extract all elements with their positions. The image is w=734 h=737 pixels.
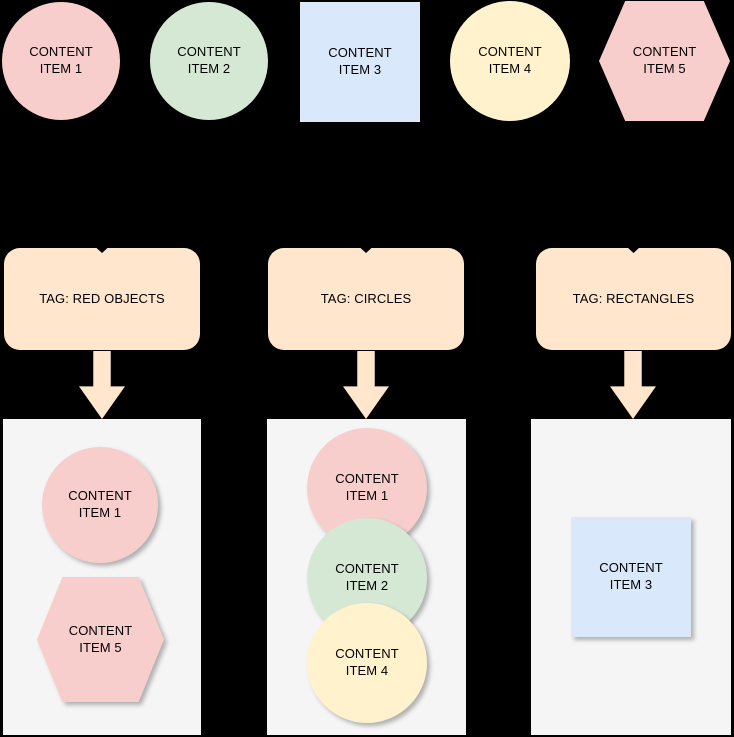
content-item-1-label: CONTENT ITEM 1 [68,488,132,520]
panel-item-wrap: CONTENT ITEM 5 [37,577,164,702]
content-item-2-label: CONTENT ITEM 2 [335,561,399,593]
tag-red-objects-label: TAG: RED OBJECTS [39,290,165,306]
content-item-5-node: CONTENT ITEM 5 [599,1,730,121]
content-item-5-label: CONTENT ITEM 5 [632,44,697,76]
content-item-2-label: CONTENT ITEM 2 [177,44,241,76]
content-item-4-node: CONTENT ITEM 4 [307,603,427,723]
tag-circles-label: TAG: CIRCLES [320,290,412,306]
tag-rectangles-node: TAG: RECTANGLES [536,248,731,350]
down-arrow-icon [343,351,389,419]
content-item-3-node: CONTENT ITEM 3 [571,517,691,637]
tag-red-objects-node: TAG: RED OBJECTS [4,248,200,350]
content-item-4-label: CONTENT ITEM 4 [335,646,399,678]
content-item-2-node: CONTENT ITEM 2 [150,2,268,120]
content-item-5-node: CONTENT ITEM 5 [37,577,164,702]
content-item-1-label: CONTENT ITEM 1 [335,471,399,503]
content-item-1-node: CONTENT ITEM 1 [42,447,158,563]
connector-arrowhead-icon [628,248,639,253]
tag-rectangles-label: TAG: RECTANGLES [572,290,695,306]
down-arrow-icon [79,351,125,419]
content-item-4-node: CONTENT ITEM 4 [450,1,570,121]
content-item-1-node: CONTENT ITEM 1 [2,2,120,120]
content-item-5-label: CONTENT ITEM 5 [68,622,133,655]
tag-circles-node: TAG: CIRCLES [268,248,464,350]
panel-item-wrap: CONTENT ITEM 3 [571,517,691,637]
connector-arrowhead-icon [96,248,108,253]
connector-arrowhead-icon [360,248,372,253]
content-item-4-label: CONTENT ITEM 4 [478,44,542,76]
panel-rectangles: CONTENT ITEM 3 [531,419,731,735]
panel-circles: CONTENT ITEM 1 CONTENT ITEM 2 CONTENT IT… [267,419,466,735]
panel-red-objects: CONTENT ITEM 1 CONTENT ITEM 5 [3,419,201,735]
panel-item-wrap: CONTENT ITEM 1 [42,447,158,563]
down-arrow-icon [610,351,656,419]
content-item-3-label: CONTENT ITEM 3 [599,560,663,592]
content-item-3-node: CONTENT ITEM 3 [300,2,420,122]
panel-item-wrap: CONTENT ITEM 4 [307,603,427,723]
content-item-1-label: CONTENT ITEM 1 [29,44,93,76]
content-item-3-label: CONTENT ITEM 3 [328,45,392,77]
